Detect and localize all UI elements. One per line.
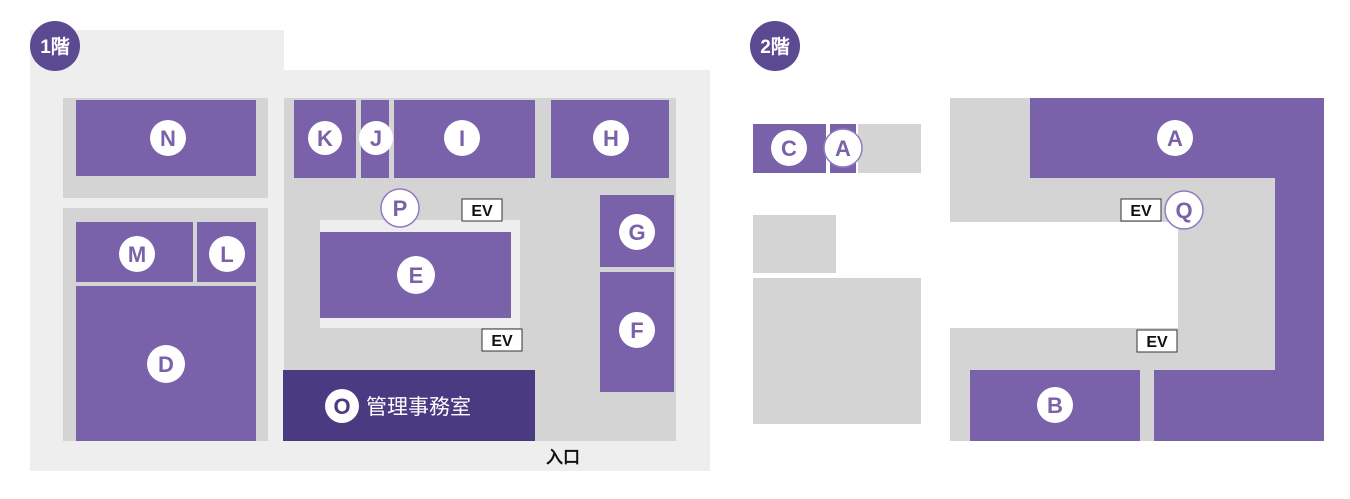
- floor-2-block-small: [753, 215, 836, 273]
- floor-2-badge-label: 2階: [760, 36, 790, 58]
- elevator-2-bottom-label: EV: [1146, 334, 1168, 351]
- entrance-label: 入口: [546, 448, 580, 468]
- marker-2-q-label: Q: [1175, 198, 1192, 223]
- floor-2-badge: 2階: [750, 21, 800, 71]
- elevator-2-top-label: EV: [1130, 203, 1152, 220]
- marker-m-label: M: [128, 242, 146, 267]
- room-office[interactable]: [283, 370, 535, 441]
- marker-2-a-large[interactable]: A: [1157, 120, 1193, 156]
- elevator-1-bottom-label: EV: [491, 333, 513, 350]
- marker-h[interactable]: H: [593, 120, 629, 156]
- marker-2-q[interactable]: Q: [1164, 190, 1204, 230]
- floor-1-badge-label: 1階: [40, 36, 70, 58]
- marker-p[interactable]: P: [380, 188, 420, 228]
- marker-p-label: P: [393, 196, 408, 221]
- elevator-2-bottom: EV: [1136, 329, 1178, 353]
- marker-n-label: N: [160, 126, 176, 151]
- marker-2-a-small-label: A: [835, 136, 851, 161]
- marker-i[interactable]: I: [444, 120, 480, 156]
- marker-n[interactable]: N: [150, 120, 186, 156]
- marker-f[interactable]: F: [619, 312, 655, 348]
- elevator-1-top: EV: [461, 198, 503, 222]
- marker-i-label: I: [459, 126, 465, 151]
- floor-2-block-top-right: [858, 124, 921, 173]
- marker-g[interactable]: G: [619, 214, 655, 250]
- marker-d[interactable]: D: [147, 345, 185, 383]
- marker-2-c[interactable]: C: [771, 130, 807, 166]
- management-office[interactable]: O 管理事務室: [325, 389, 471, 423]
- office-marker-label: O: [333, 394, 350, 419]
- marker-2-b-label: B: [1047, 393, 1063, 418]
- marker-f-label: F: [630, 318, 643, 343]
- marker-2-b[interactable]: B: [1037, 387, 1073, 423]
- marker-2-a-small[interactable]: A: [823, 128, 863, 168]
- marker-j-label: J: [370, 126, 382, 151]
- floor-1-badge: 1階: [30, 21, 80, 71]
- marker-j[interactable]: J: [359, 121, 393, 155]
- marker-m[interactable]: M: [119, 236, 155, 272]
- marker-k[interactable]: K: [308, 121, 342, 155]
- elevator-1-top-label: EV: [471, 203, 493, 220]
- marker-h-label: H: [603, 126, 619, 151]
- floor-2-block-large: [753, 278, 921, 424]
- elevator-1-bottom: EV: [481, 328, 523, 352]
- floor-1-map: N K J I H M L D: [30, 21, 710, 471]
- office-name: 管理事務室: [366, 395, 471, 419]
- room-2-a-large[interactable]: [1030, 98, 1324, 441]
- marker-l-label: L: [220, 242, 233, 267]
- floor-1-site-column: [266, 30, 284, 70]
- marker-2-c-label: C: [781, 136, 797, 161]
- marker-e-label: E: [409, 263, 424, 288]
- marker-g-label: G: [628, 220, 645, 245]
- floor-1-site-notch-right: [284, 30, 710, 70]
- floor-2-map: C A A B Q EV EV 2階: [750, 21, 1324, 441]
- marker-2-a-large-label: A: [1167, 126, 1183, 151]
- marker-k-label: K: [317, 126, 333, 151]
- elevator-2-top: EV: [1120, 198, 1162, 222]
- marker-l[interactable]: L: [209, 236, 245, 272]
- marker-e[interactable]: E: [397, 256, 435, 294]
- marker-d-label: D: [158, 352, 174, 377]
